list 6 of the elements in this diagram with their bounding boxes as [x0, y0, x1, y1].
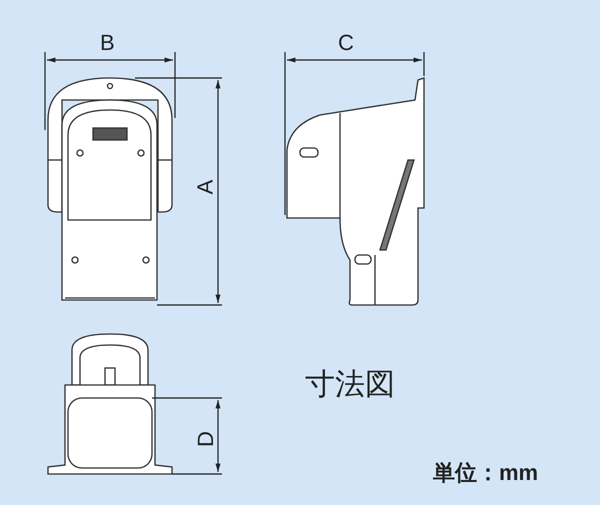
dimension-label: C	[338, 32, 354, 54]
dimension-label: A	[194, 180, 216, 194]
dimension-label: B	[100, 32, 115, 54]
diagram-title: 寸法図	[305, 370, 395, 400]
dimension-label: D	[194, 431, 217, 447]
unit-note: 単位：mm	[433, 462, 538, 484]
